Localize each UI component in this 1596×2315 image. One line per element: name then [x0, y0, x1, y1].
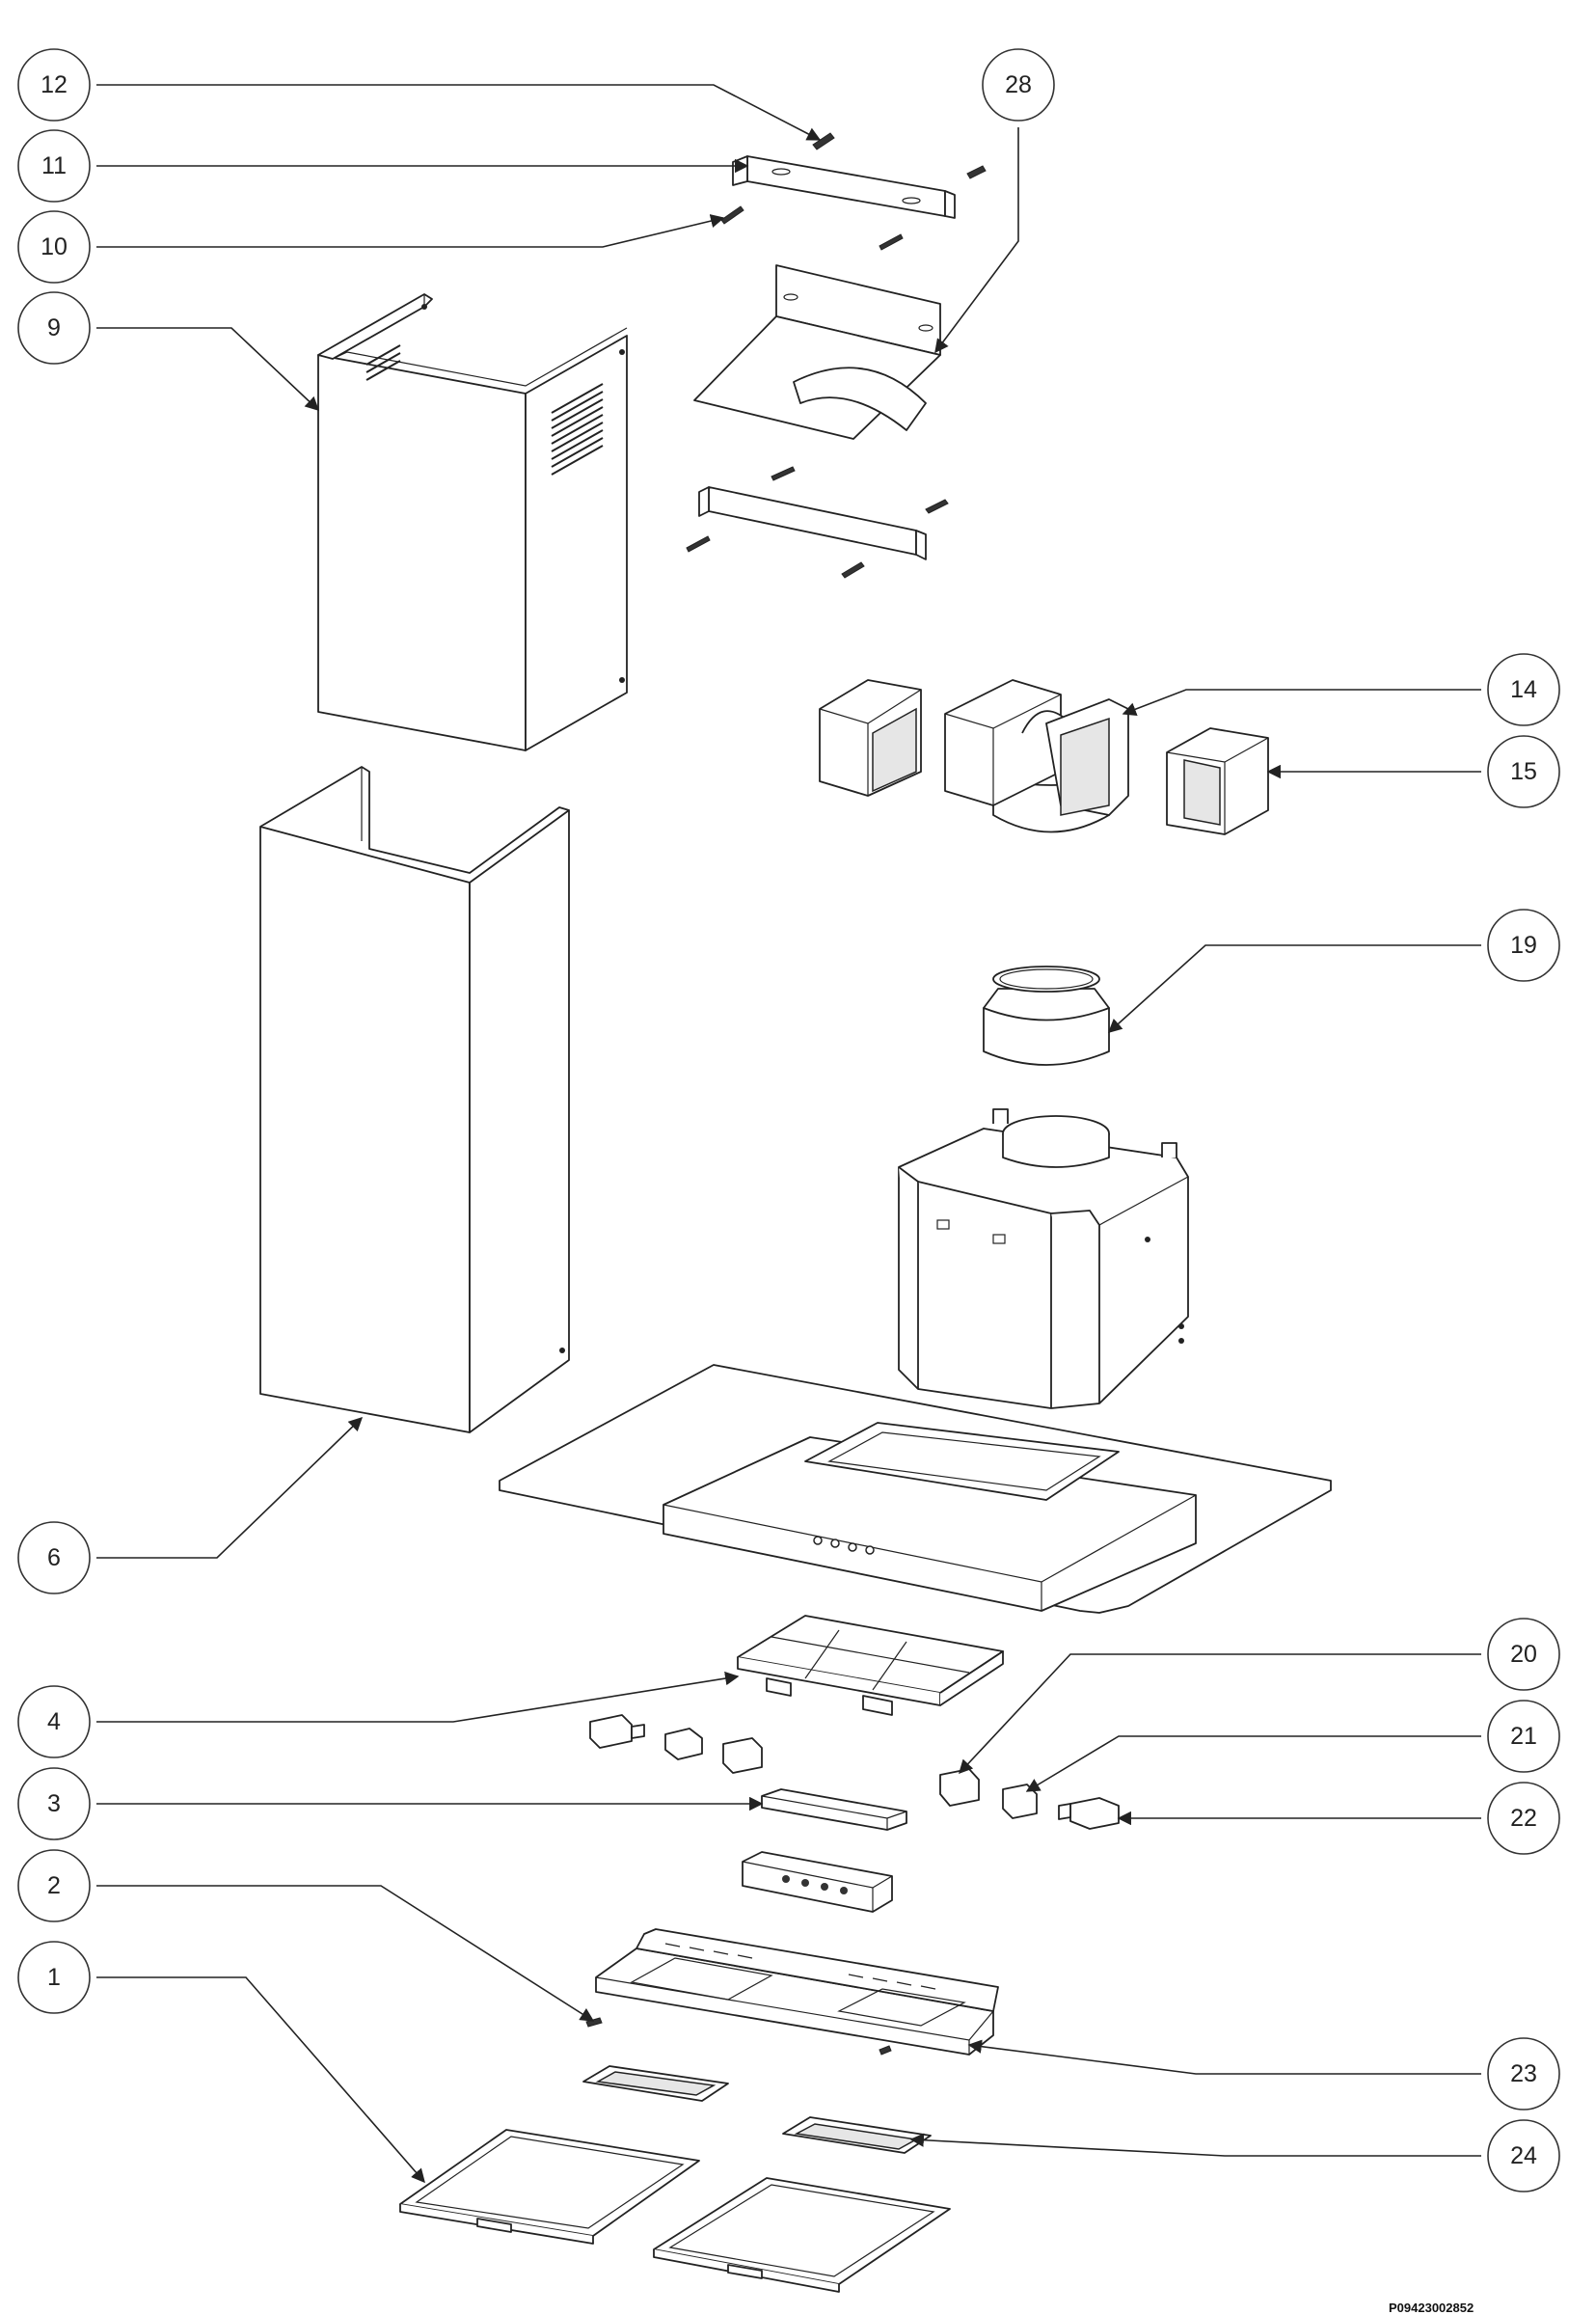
- callout-10: 10: [17, 210, 725, 284]
- callout-number: 12: [41, 71, 68, 98]
- callout-circle: [17, 48, 91, 122]
- part-12-wall-plug: [812, 132, 835, 150]
- callout-circle: [1487, 1700, 1560, 1773]
- part-3-control-plate: [761, 1788, 907, 1831]
- callout-leader-line: [967, 2039, 1481, 2075]
- part-28-chimney-support-bracket: [693, 264, 941, 440]
- callout-circle: [1487, 2119, 1560, 2192]
- callout-leader-line: [96, 327, 320, 411]
- callout-12: 12: [17, 48, 822, 141]
- callout-number: 4: [47, 1708, 61, 1735]
- duct-connector-left: [819, 679, 922, 797]
- callout-28: 28: [934, 48, 1055, 354]
- callout-4: 4: [17, 1671, 740, 1758]
- callout-15: 15: [1266, 735, 1560, 808]
- callout-number: 23: [1510, 2060, 1537, 2087]
- part-24-lamp-cover-left: [582, 2065, 729, 2102]
- callout-circle: [17, 1521, 91, 1594]
- callout-leader-line: [96, 214, 725, 248]
- callout-24: 24: [909, 2119, 1560, 2192]
- callout-number: 6: [47, 1544, 61, 1571]
- part-14-duct-t-connector: [944, 679, 1129, 833]
- callout-number: 14: [1510, 676, 1537, 703]
- callout-number: 11: [41, 152, 67, 179]
- callout-circle: [17, 291, 91, 365]
- callout-leader-line: [96, 1976, 425, 2184]
- callout-number: 21: [1510, 1723, 1537, 1750]
- callout-leader-line: [96, 1671, 740, 1723]
- part-6-lower-chimney: [259, 766, 570, 1433]
- callout-22: 22: [1117, 1782, 1560, 1855]
- callout-leader-line: [96, 1885, 595, 2022]
- callout-14: 14: [1122, 653, 1560, 726]
- callout-number: 1: [47, 1964, 61, 1991]
- callout-leader-line: [1107, 944, 1481, 1033]
- callout-leader-line: [959, 1653, 1481, 1775]
- callout-1: 1: [17, 1941, 425, 2184]
- callout-circle: [1487, 735, 1560, 808]
- callout-number: 10: [41, 233, 68, 260]
- callout-leader-line: [934, 127, 1019, 354]
- callout-number: 9: [47, 314, 61, 341]
- callout-circle: [17, 1941, 91, 2014]
- callout-circle: [1487, 653, 1560, 726]
- callout-circle: [1487, 2037, 1560, 2111]
- lower-bracket: [686, 466, 949, 579]
- callout-circle: [982, 48, 1055, 122]
- callout-circle: [17, 1849, 91, 1922]
- callout-leader-line: [96, 1416, 364, 1559]
- callout-number: 19: [1510, 932, 1537, 959]
- part-11-upper-bracket: [732, 155, 987, 219]
- part-1-grease-filter-right: [653, 2177, 951, 2293]
- knob-set-left: [589, 1714, 763, 1774]
- callout-21: 21: [1025, 1700, 1560, 1792]
- part-19-round-spigot: [983, 966, 1110, 1066]
- callout-circle: [17, 1685, 91, 1758]
- hood-canopy: [499, 1364, 1332, 1614]
- callout-circle: [1487, 909, 1560, 982]
- part-23-lighting-panel: [595, 1928, 999, 2056]
- motor-housing: [898, 1108, 1189, 1409]
- callout-number: 28: [1005, 71, 1032, 98]
- callout-circle: [17, 210, 91, 284]
- callout-number: 2: [47, 1872, 61, 1899]
- callout-circle: [17, 129, 91, 203]
- part-21-knob-spacer: [1002, 1784, 1038, 1819]
- callout-9: 9: [17, 291, 320, 411]
- part-22-knob: [1058, 1797, 1120, 1830]
- part-9-upper-chimney: [317, 293, 628, 751]
- part-10-screw: [720, 205, 904, 251]
- part-15-rectangular-duct-connector: [1166, 727, 1269, 835]
- callout-19: 19: [1107, 909, 1560, 1033]
- part-4-carbon-filter: [737, 1615, 1004, 1716]
- callout-23: 23: [967, 2037, 1560, 2111]
- callout-leader-line: [1122, 689, 1481, 717]
- callout-circle: [1487, 1782, 1560, 1855]
- callout-leader-line: [909, 2133, 1481, 2157]
- callout-number: 22: [1510, 1805, 1537, 1832]
- part-20-knob-bracket: [939, 1768, 980, 1807]
- callout-3: 3: [17, 1767, 764, 1840]
- control-board: [742, 1851, 893, 1913]
- document-code: P09423002852: [1389, 2301, 1474, 2315]
- callout-6: 6: [17, 1416, 364, 1594]
- callout-2: 2: [17, 1849, 595, 2022]
- callout-leader-line: [96, 84, 822, 141]
- callout-number: 20: [1510, 1641, 1537, 1668]
- callout-number: 3: [47, 1790, 61, 1817]
- callout-circle: [17, 1767, 91, 1840]
- part-2-screw: [585, 2017, 892, 2056]
- part-24-lamp-cover-right: [782, 2116, 932, 2154]
- callout-leader-line: [1025, 1735, 1481, 1792]
- callout-11: 11: [17, 129, 749, 203]
- callout-circle: [1487, 1618, 1560, 1691]
- callout-20: 20: [959, 1618, 1560, 1775]
- callout-number: 15: [1510, 758, 1537, 785]
- part-1-grease-filter-left: [399, 2129, 700, 2245]
- callout-number: 24: [1510, 2142, 1537, 2169]
